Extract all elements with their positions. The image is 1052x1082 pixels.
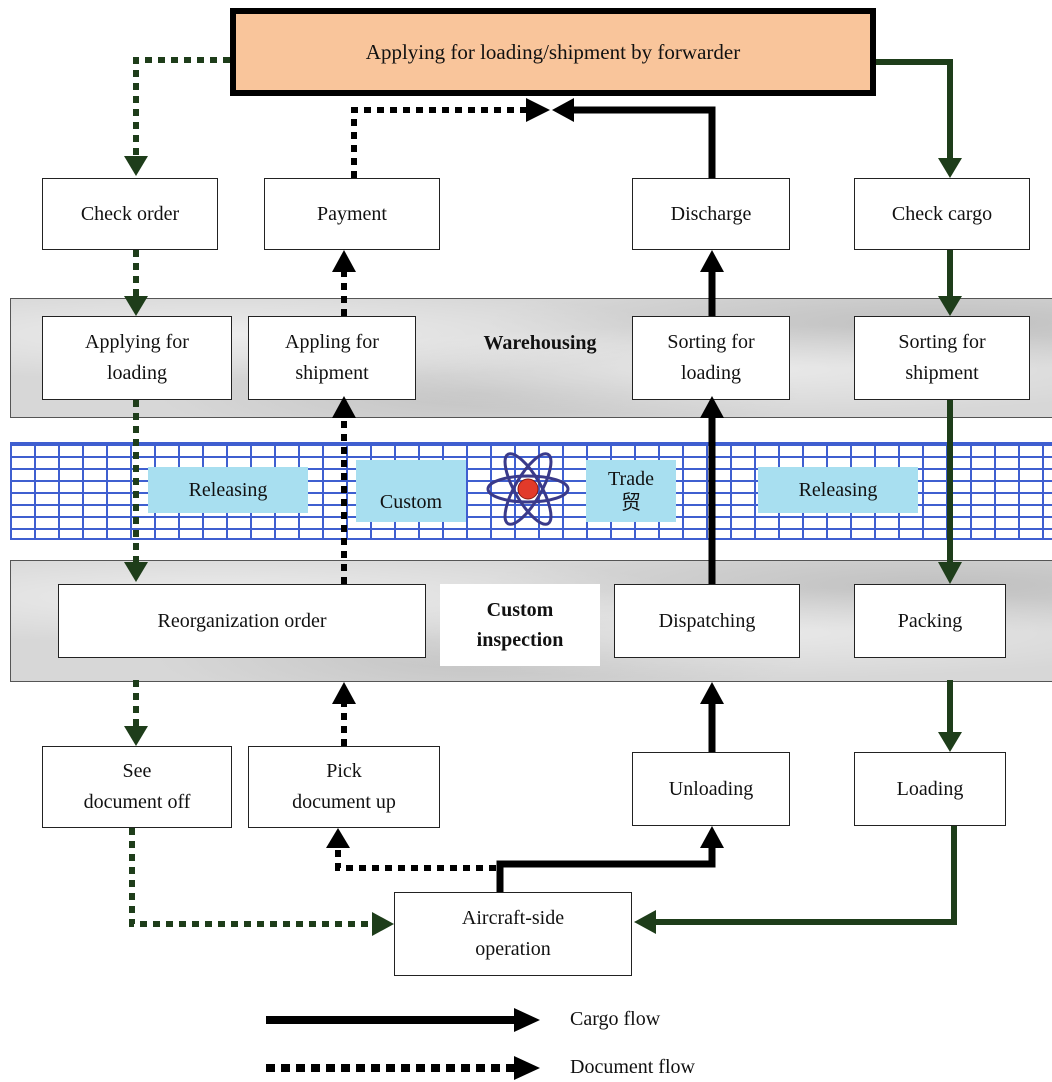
arrowhead xyxy=(700,682,724,704)
unloading-box: Unloading xyxy=(632,752,790,826)
dispatching-box: Dispatching xyxy=(614,584,800,658)
arrowhead xyxy=(372,912,394,936)
sorting-for-loading-box: Sorting for loading xyxy=(632,316,790,400)
check-cargo-box: Check cargo xyxy=(854,178,1030,250)
arrowhead xyxy=(552,98,574,122)
legend-cargo-arrow xyxy=(266,1008,540,1032)
atom-icon xyxy=(486,452,570,526)
arrowhead xyxy=(700,396,724,418)
legend-document-flow: Document flow xyxy=(570,1056,695,1078)
discharge-box: Discharge xyxy=(632,178,790,250)
legend-document-arrow xyxy=(266,1056,540,1080)
document-flow-black xyxy=(335,107,526,871)
reorganization-order-box: Reorganization order xyxy=(58,584,426,658)
sorting-for-shipment-box: Sorting for shipment xyxy=(854,316,1030,400)
arrowhead xyxy=(700,826,724,848)
legend-cargo-flow: Cargo flow xyxy=(570,1008,661,1030)
arrowhead xyxy=(332,250,356,272)
arrowhead xyxy=(526,98,550,122)
arrowhead xyxy=(938,158,962,178)
warehousing-label: Warehousing xyxy=(483,332,597,354)
custom-label: Custom xyxy=(356,460,466,522)
arrowhead xyxy=(938,296,962,316)
applying-for-loading-box: Applying for loading xyxy=(42,316,232,400)
arrowhead xyxy=(634,910,656,934)
arrowhead xyxy=(700,250,724,272)
aircraft-side-operation-box: Aircraft-side operation xyxy=(394,892,632,976)
document-flow-green xyxy=(129,57,370,927)
pick-document-up-box: Pick document up xyxy=(248,746,440,828)
arrowhead xyxy=(124,562,148,582)
payment-box: Payment xyxy=(264,178,440,250)
see-document-off-box: See document off xyxy=(42,746,232,828)
forwarder-application-header: Applying for loading/shipment by forward… xyxy=(230,8,876,96)
releasing-right-label: Releasing xyxy=(758,467,918,513)
cargo-flow-black xyxy=(496,106,716,892)
custom-inspection-panel: Custom inspection xyxy=(440,584,600,666)
arrowhead xyxy=(938,562,962,584)
arrowhead xyxy=(124,726,148,746)
arrowhead xyxy=(938,732,962,752)
loading-box: Loading xyxy=(854,752,1006,826)
appling-for-shipment-box: Appling for shipment xyxy=(248,316,416,400)
arrowhead xyxy=(332,682,356,704)
arrowhead xyxy=(124,156,148,176)
arrowhead xyxy=(326,828,350,848)
arrowhead xyxy=(332,396,356,418)
arrowhead xyxy=(124,296,148,316)
trade-label: Trade 贸 xyxy=(586,460,676,522)
custom-inspection-label: Custom inspection xyxy=(476,599,564,651)
cargo-flow-green xyxy=(656,59,957,925)
check-order-box: Check order xyxy=(42,178,218,250)
releasing-left-label: Releasing xyxy=(148,467,308,513)
packing-box: Packing xyxy=(854,584,1006,658)
